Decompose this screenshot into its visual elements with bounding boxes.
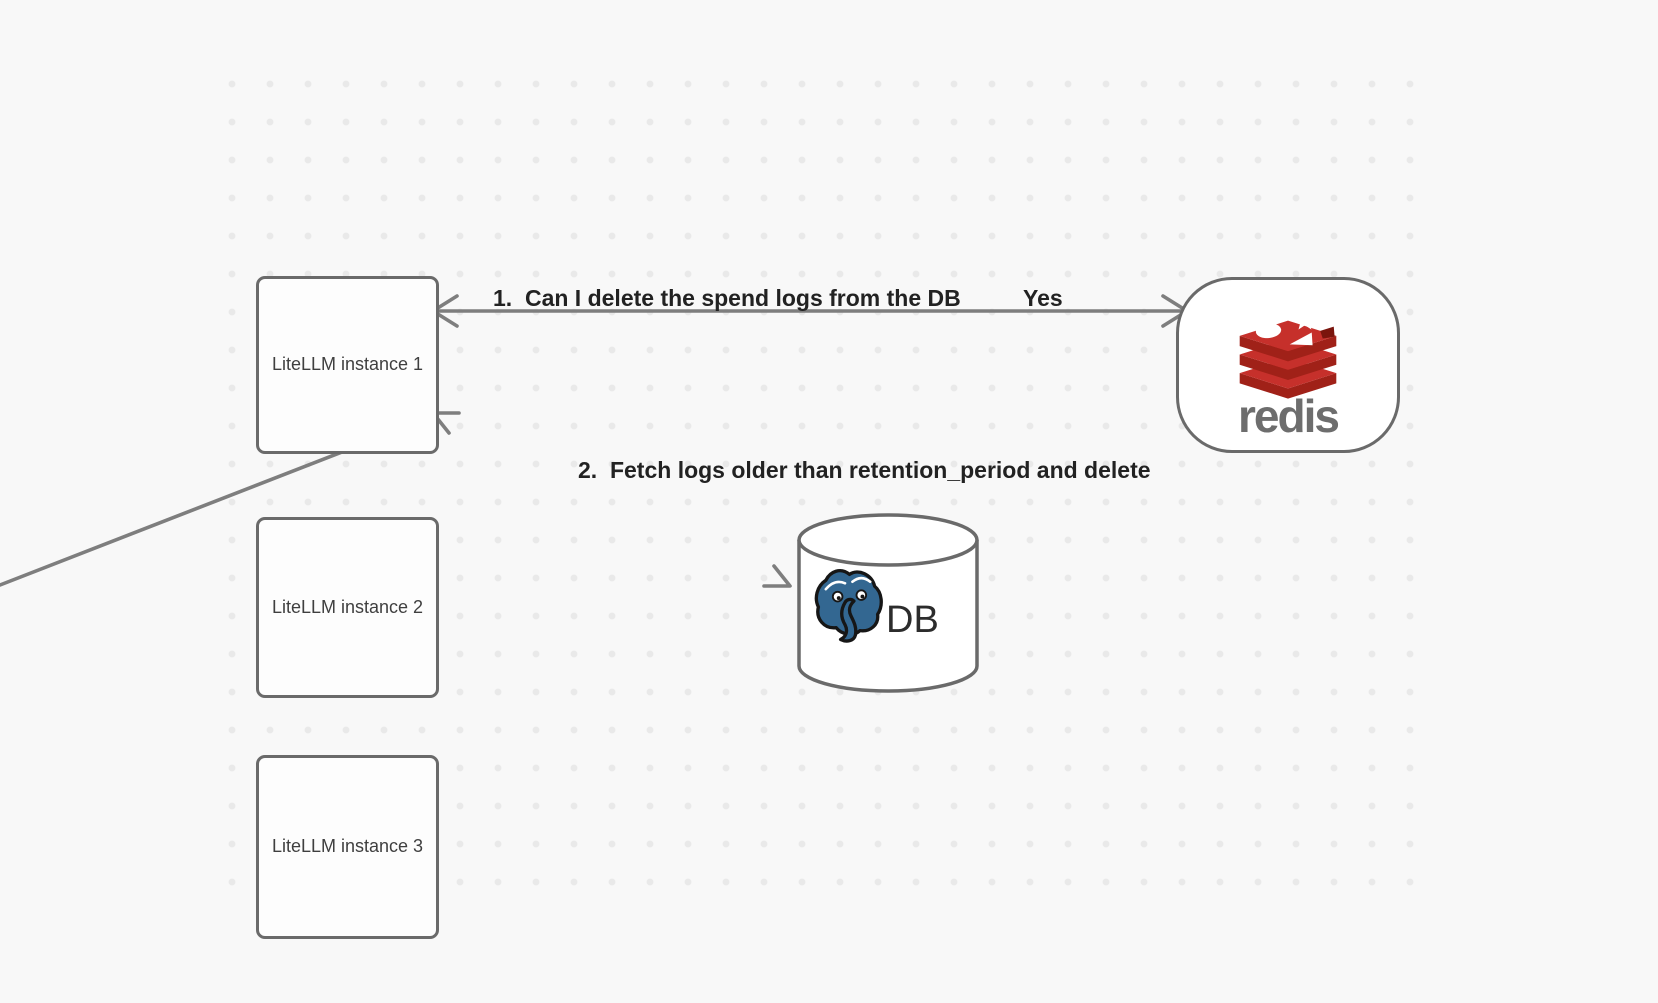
node-redis: redis <box>1176 277 1400 453</box>
postgresql-elephant-icon <box>814 569 883 643</box>
edge1-question-label: 1. Can I delete the spend logs from the … <box>493 285 961 311</box>
node-label: LiteLLM instance 1 <box>271 354 424 375</box>
edge1-response-label: Yes <box>1023 285 1063 311</box>
node-litellm-instance-2: LiteLLM instance 2 <box>256 517 439 698</box>
redis-wordmark: redis <box>1238 389 1340 442</box>
redis-logo-icon <box>1239 309 1337 399</box>
edge2-action-label: 2. Fetch logs older than retention_perio… <box>578 457 1151 483</box>
db-label: DB <box>886 599 939 641</box>
node-label: LiteLLM instance 2 <box>271 596 424 617</box>
node-litellm-instance-3: LiteLLM instance 3 <box>256 755 439 939</box>
node-litellm-instance-1: LiteLLM instance 1 <box>256 276 439 454</box>
node-label: LiteLLM instance 3 <box>271 836 424 857</box>
